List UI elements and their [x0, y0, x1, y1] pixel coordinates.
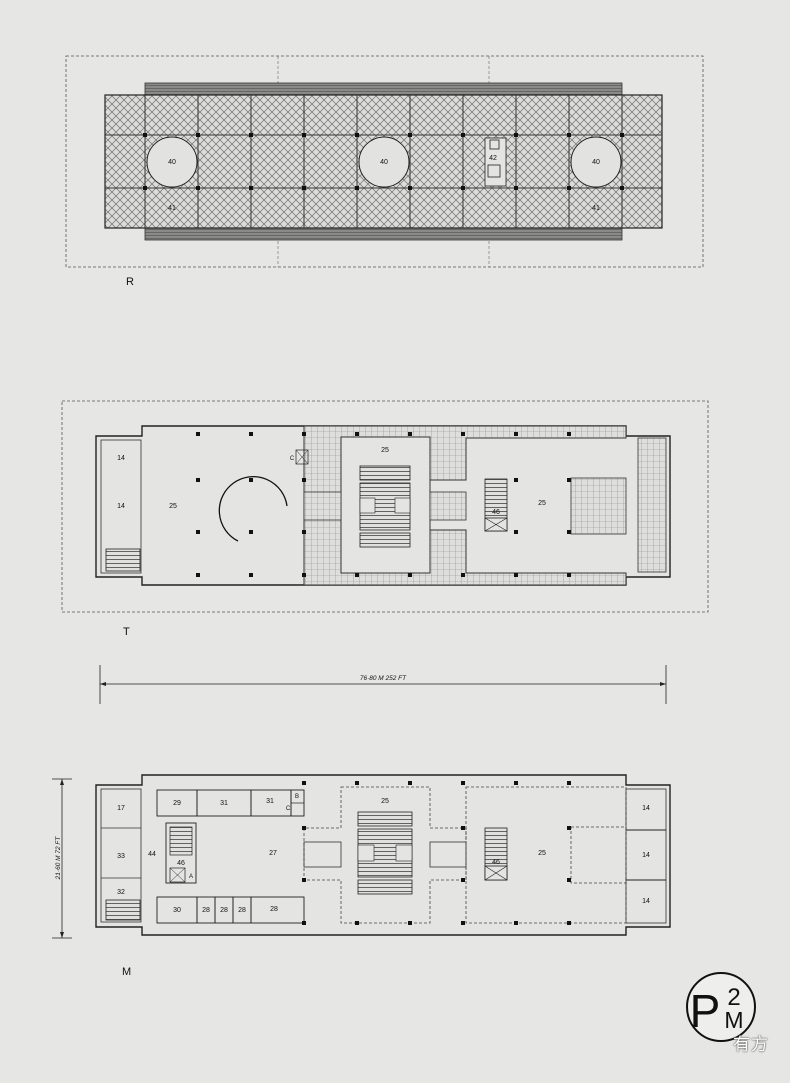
roof-room-41-left: 41 [168, 205, 176, 212]
upper-room-14-top: 14 [117, 455, 125, 462]
main-room-25-right: 25 [538, 850, 546, 857]
monogram-letter-m: M [724, 1007, 743, 1033]
height-dimension-text: 21·60 M 72 FT [55, 836, 62, 881]
main-room-30: 30 [173, 907, 181, 914]
width-dimension: 76·80 M 252 FT [99, 665, 667, 704]
main-room-14-a: 14 [642, 805, 650, 812]
main-room-a: A [189, 874, 193, 880]
main-room-32: 32 [117, 889, 125, 896]
main-room-25-center: 25 [381, 798, 389, 805]
main-room-14-c: 14 [642, 898, 650, 905]
main-room-27: 27 [269, 850, 277, 857]
watermark-text: 有方 [733, 1035, 769, 1055]
main-room-b: B [295, 794, 299, 800]
roof-room-40-center: 40 [380, 159, 388, 166]
upper-room-25-left: 25 [169, 503, 177, 510]
main-room-14-b: 14 [642, 852, 650, 859]
monogram-logo: P 2 M [686, 972, 756, 1042]
upper-floor-plan: 14 14 25 25 46 25 C T [61, 400, 709, 638]
roof-room-41-right: 41 [592, 205, 600, 212]
main-room-33: 33 [117, 853, 125, 860]
width-dimension-text: 76·80 M 252 FT [360, 675, 407, 682]
upper-room-25-right: 25 [538, 500, 546, 507]
roof-plan-label: R [126, 276, 134, 288]
roof-room-42: 42 [489, 155, 497, 162]
upper-room-14-mid: 14 [117, 503, 125, 510]
main-room-17: 17 [117, 805, 125, 812]
main-room-44: 44 [148, 851, 156, 858]
main-room-46-right: 46 [492, 859, 500, 866]
main-room-31-b: 31 [266, 798, 274, 805]
main-room-31-a: 31 [220, 800, 228, 807]
upper-plan-label: T [123, 626, 130, 638]
main-room-c: C [286, 806, 291, 812]
main-room-29: 29 [173, 800, 181, 807]
upper-room-25-center: 25 [381, 447, 389, 454]
main-room-28-c: 28 [238, 907, 246, 914]
upper-room-46: 46 [492, 509, 500, 516]
main-plan-label: M [122, 966, 131, 978]
roof-room-40-left: 40 [168, 159, 176, 166]
main-floor-plan: 21·60 M 72 FT [52, 774, 671, 978]
roof-room-40-right: 40 [592, 159, 600, 166]
main-room-28-a: 28 [202, 907, 210, 914]
main-room-46-left: 46 [177, 860, 185, 867]
monogram-digit: 2 [727, 984, 740, 1011]
main-room-28-d: 28 [270, 906, 278, 913]
roof-plan: 40 40 40 41 41 42 R [65, 55, 704, 288]
upper-room-c: C [290, 456, 295, 462]
monogram-letter-p: P [690, 985, 721, 1037]
main-room-28-b: 28 [220, 907, 228, 914]
